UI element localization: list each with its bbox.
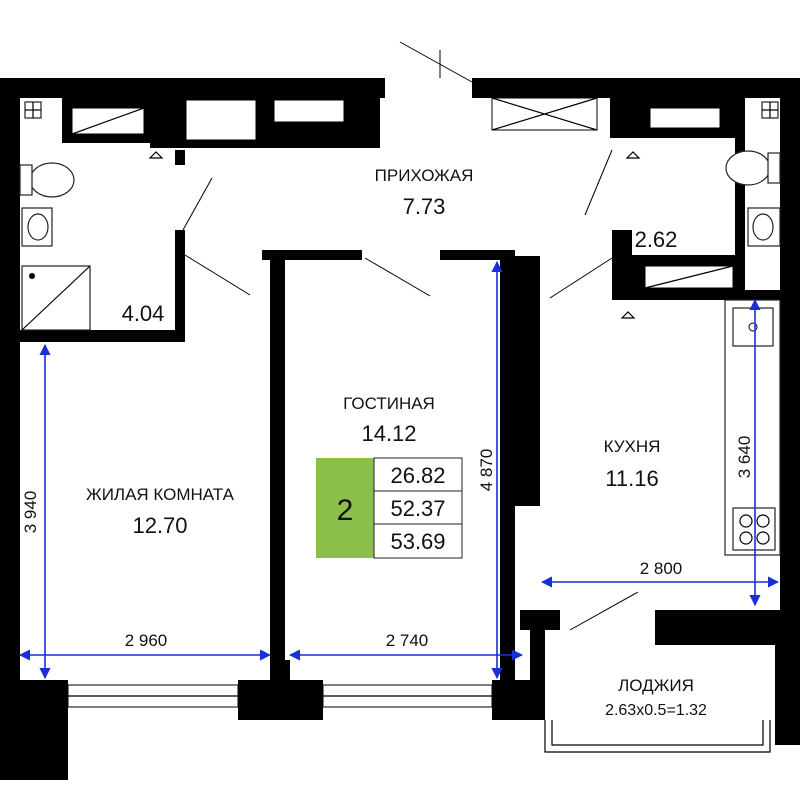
- living-height-label: 4 870: [477, 449, 496, 492]
- bedroom-height-label: 3 940: [21, 491, 40, 534]
- toilet-right-icon: [725, 150, 781, 186]
- living-area: 14.12: [361, 421, 416, 446]
- hall-area: 7.73: [403, 194, 446, 219]
- living-name: ГОСТИНАЯ: [343, 394, 435, 413]
- kitchen-name: КУХНЯ: [604, 437, 661, 456]
- area-summary-table: 2 26.82 52.37 53.69: [316, 457, 463, 559]
- stove-icon: [732, 507, 776, 551]
- dimension-lines: [18, 260, 780, 680]
- bedroom-width-label: 2 960: [125, 631, 168, 650]
- rooms-count: 2: [337, 494, 354, 527]
- rooms-count-badge: [316, 458, 374, 558]
- windows: [67, 684, 771, 753]
- fixture-cutouts: [71, 97, 734, 289]
- total-area-value: 52.37: [390, 496, 445, 521]
- loggia-formula: 2.63x0.5=1.32: [605, 702, 707, 719]
- bathroom-left-area: 4.04: [122, 301, 165, 326]
- doors: [182, 41, 639, 631]
- vent-icons: [24, 101, 779, 119]
- bedroom-area: 12.70: [132, 513, 187, 538]
- shower-icon: [21, 265, 91, 331]
- living-area-value: 26.82: [390, 463, 445, 488]
- toilet-left-icon: [19, 162, 75, 198]
- kitchen-area: 11.16: [605, 466, 658, 491]
- loggia-name: ЛОДЖИЯ: [618, 676, 694, 695]
- hall-name: ПРИХОЖАЯ: [375, 166, 474, 185]
- sink-right-icon: [747, 207, 781, 247]
- bathroom-right-area: 2.62: [635, 227, 678, 252]
- bedroom-name: ЖИЛАЯ КОМНАТА: [86, 485, 235, 504]
- total-with-loggia-value: 53.69: [390, 529, 445, 554]
- living-width-label: 2 740: [386, 631, 429, 650]
- kitchen-height-label: 3 640: [735, 436, 754, 479]
- sink-left-icon: [21, 207, 53, 247]
- kitchen-width-label: 2 800: [640, 559, 683, 578]
